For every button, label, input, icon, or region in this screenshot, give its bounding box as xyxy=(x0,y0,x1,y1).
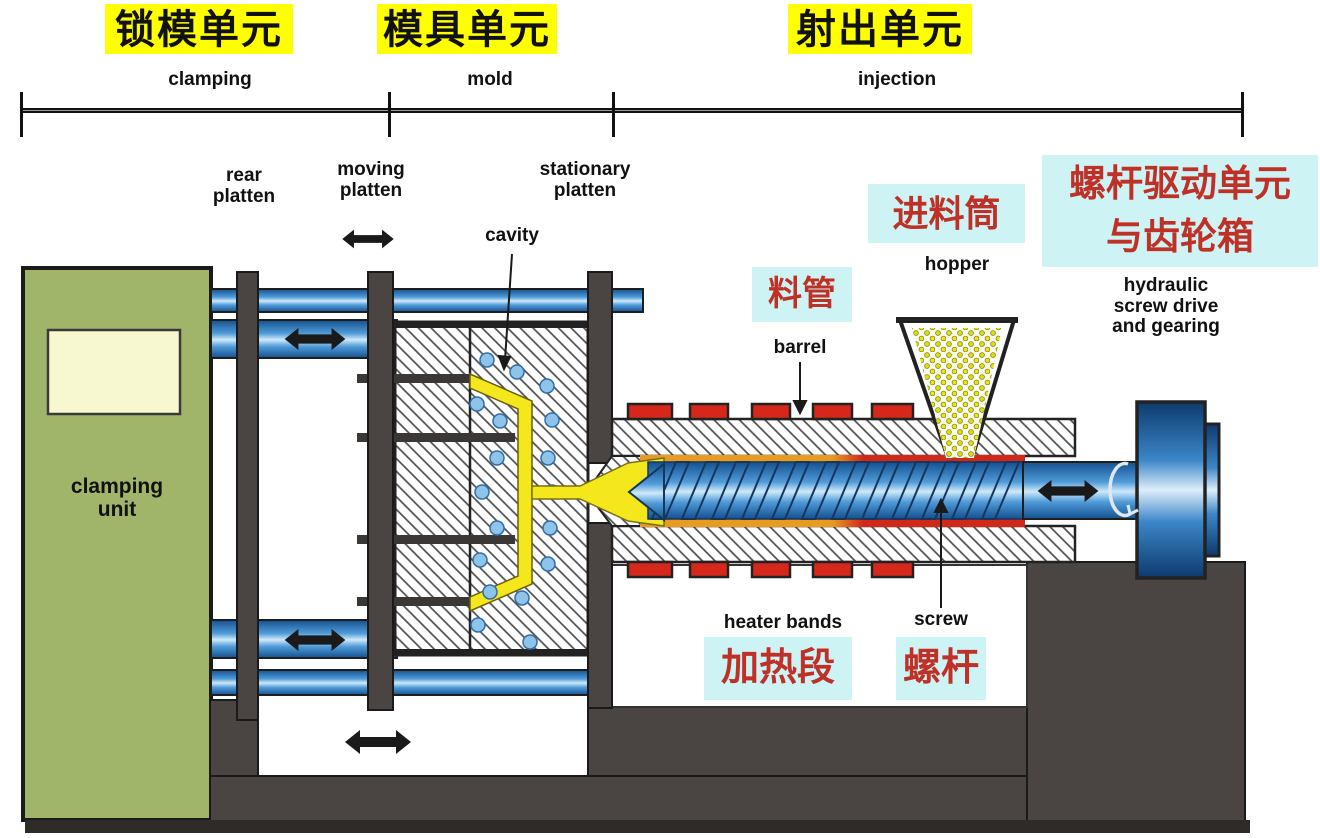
cavity-leader xyxy=(504,253,513,361)
heater-bands xyxy=(626,402,915,579)
clamping-unit-body xyxy=(21,266,213,822)
label-screw: screw xyxy=(914,609,968,630)
leader-lines xyxy=(497,253,949,608)
annotation-barrel-cn: 料管 xyxy=(752,267,852,322)
label-cavity: cavity xyxy=(485,225,539,246)
label-heater-bands: heater bands xyxy=(723,612,843,633)
arrow-moving-platten-label xyxy=(342,229,394,249)
dimension-tick-right xyxy=(1241,92,1244,137)
molded-part-cavity xyxy=(469,372,533,613)
annotation-hopper-cn: 进料筒 xyxy=(868,184,1025,243)
section-label-mold: mold xyxy=(467,69,513,90)
annotation-screw-cn: 螺杆 xyxy=(896,637,986,700)
title-mold-unit-cn: 模具单元 xyxy=(377,4,557,54)
stationary-platen-lower xyxy=(587,522,613,709)
dimension-tick-mold-injection xyxy=(612,92,615,137)
title-clamping-unit-cn: 锁模单元 xyxy=(105,4,293,54)
label-rear-platten: rear platten xyxy=(212,165,276,207)
cooling-channels xyxy=(469,352,560,650)
dimension-line xyxy=(20,108,1244,113)
section-label-injection: injection xyxy=(857,69,937,90)
hopper-funnel xyxy=(896,317,1018,458)
machine-base xyxy=(25,561,1250,833)
label-moving-platten: moving platten xyxy=(337,159,405,201)
section-label-clamping: clamping xyxy=(168,69,252,90)
stationary-platen-upper xyxy=(587,271,613,464)
drive-cylinder xyxy=(1135,400,1221,580)
label-barrel: barrel xyxy=(773,337,827,358)
annotation-screw-drive-cn: 螺杆驱动单元 与齿轮箱 xyxy=(1042,155,1318,267)
clamping-unit-window xyxy=(46,328,182,416)
rotation-arrow-icon xyxy=(1108,461,1139,518)
rear-platen xyxy=(236,271,259,721)
platens xyxy=(236,271,613,721)
label-clamping-unit: clamping unit xyxy=(70,475,164,521)
label-hopper: hopper xyxy=(924,254,990,275)
screw-tip xyxy=(627,461,665,523)
dimension-tick-clamping-mold xyxy=(388,92,391,137)
melt-channel xyxy=(531,457,665,527)
pellets xyxy=(912,328,1002,458)
annotation-heater-cn: 加热段 xyxy=(704,637,852,700)
moving-platen xyxy=(367,271,394,711)
ejector-pins xyxy=(357,374,515,606)
title-injection-unit-cn: 射出单元 xyxy=(788,4,972,54)
dimension-tick-left xyxy=(20,92,23,137)
label-hydraulic-screw-drive: hydraulic screw drive and gearing xyxy=(1112,275,1220,338)
label-stationary-platten: stationary platten xyxy=(539,159,631,201)
arrow-moving-platen-base xyxy=(345,730,411,754)
